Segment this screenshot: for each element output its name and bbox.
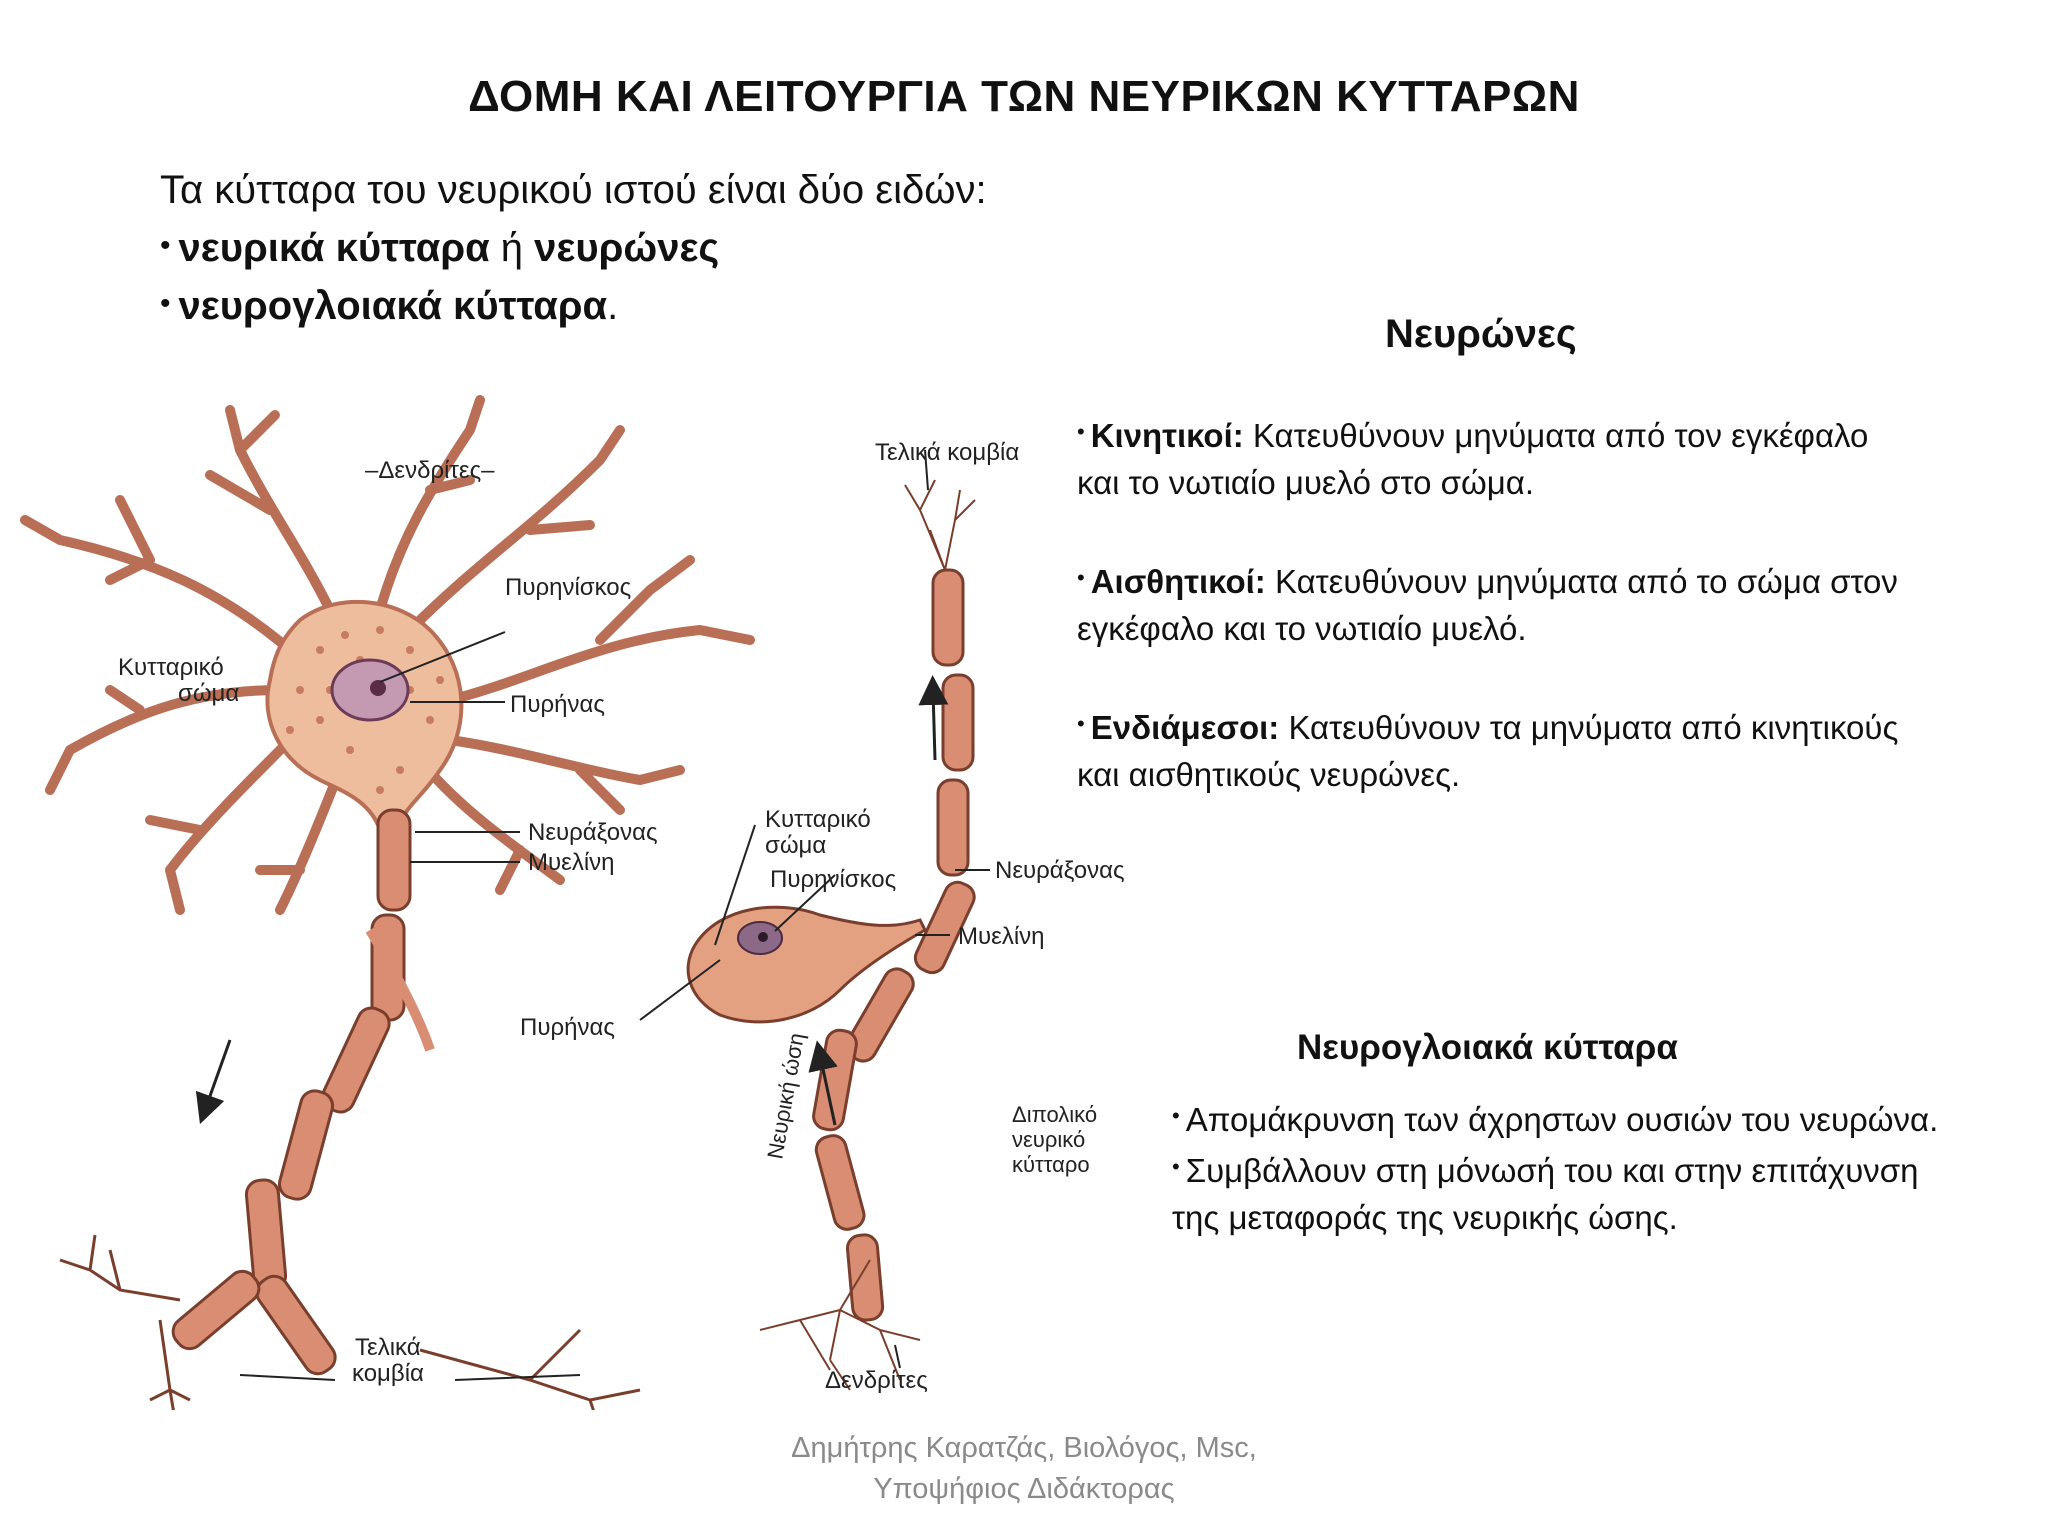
term-motor: Κινητικοί: <box>1090 417 1244 454</box>
label-myelin: Μυελίνη <box>528 849 615 876</box>
cell-body-granules <box>286 626 444 794</box>
footer-line: Δημήτρης Καρατζάς, Βιολόγος, Msc, <box>791 1432 1257 1464</box>
label-nucleus: Πυρήνας <box>520 1014 615 1041</box>
label-cell-body: Κυτταρικό <box>118 654 224 681</box>
neurons-heading: Νευρώνες <box>1385 312 1577 356</box>
label-terminals: κομβία <box>352 1360 424 1387</box>
axon-branch <box>365 927 435 1052</box>
bullet-icon: • <box>1077 711 1085 736</box>
label-bipolar: νευρικό <box>1012 1127 1085 1152</box>
neuron-diagram: –Δενδρίτες– Πυρηνίσκος Κυτταρικό σώμα Πυ… <box>20 395 1125 1410</box>
terminal-branches <box>59 1234 641 1410</box>
label-axon: Νευράξονας <box>528 819 658 846</box>
label-nucleus: Πυρήνας <box>510 691 605 718</box>
desc-line: Κατευθύνουν μηνύματα από τον εγκέφαλο <box>1243 417 1869 454</box>
footer-line: Υποψήφιος Διδάκτορας <box>873 1473 1175 1505</box>
axon-myelin <box>171 808 412 1376</box>
bipolar-neuron: Τελικά κομβία Κυτταρικό σώμα Πυρηνίσκος … <box>520 439 1125 1394</box>
bullet-icon: • <box>1077 419 1085 444</box>
label-cell-body: Κυτταρικό <box>765 806 871 833</box>
label-axon: Νευράξονας <box>995 857 1125 884</box>
leader-lines <box>239 631 581 1381</box>
neuron-types-list: •Κινητικοί: Κατευθύνουν μηνύματα από τον… <box>1077 408 1898 846</box>
slide-title: ΔΟΜΗ ΚΑΙ ΛΕΙΤΟΥΡΓΙΑ ΤΩΝ ΝΕΥΡΙΚΩΝ ΚΥΤΤΑΡΩ… <box>468 72 1580 121</box>
label-cell-body: σώμα <box>765 832 826 859</box>
label-cell-body: σώμα <box>178 680 239 707</box>
term-glial-cells: νευρογλοιακά κύτταρα <box>178 284 608 328</box>
neuron-type-sensory: •Αισθητικοί: Κατευθύνουν μηνύματα από το… <box>1077 554 1898 652</box>
label-terminals: Τελικά <box>355 1334 421 1361</box>
label-bipolar: Διπολικό <box>1012 1102 1097 1127</box>
bullet-icon: • <box>1077 565 1085 590</box>
desc-line: της μεταφοράς της νευρικής ώσης. <box>1172 1199 1678 1236</box>
intro-line: Τα κύτταρα του νευρικού ιστού είναι δύο … <box>160 168 987 212</box>
bullet-icon: • <box>160 229 171 262</box>
neuron-type-motor: •Κινητικοί: Κατευθύνουν μηνύματα από τον… <box>1077 408 1898 506</box>
footer-credit: Δημήτρης Καρατζάς, Βιολόγος, Msc, Υποψήφ… <box>0 1428 2048 1510</box>
conjunction: ή <box>489 226 535 270</box>
glia-function-waste: •Απομάκρυνση των άχρηστων ουσιών του νευ… <box>1172 1092 1938 1143</box>
term-inter: Ενδιάμεσοι: <box>1090 709 1280 746</box>
term-sensory: Αισθητικοί: <box>1090 563 1266 600</box>
desc-line: Κατευθύνουν μηνύματα από το σώμα στον <box>1265 563 1898 600</box>
label-nucleolus: Πυρηνίσκος <box>770 866 896 893</box>
bullet-icon: • <box>1172 1154 1180 1179</box>
desc-line: Κατευθύνουν τα μηνύματα από κινητικούς <box>1279 709 1899 746</box>
leader-lines <box>639 449 990 1369</box>
label-nerve-impulse: Νευρική ώση <box>762 1031 809 1161</box>
label-bipolar: κύτταρο <box>1012 1152 1090 1177</box>
dendrites-bottom <box>759 1259 921 1391</box>
label-dendrites: –Δενδρίτες– <box>365 457 495 484</box>
label-myelin: Μυελίνη <box>958 923 1045 950</box>
glia-function-insulation: •Συμβάλλουν στη μόνωσή του και στην επιτ… <box>1172 1143 1938 1241</box>
intro-bullet-neurons: •νευρικά κύτταρα ή νευρώνες <box>160 218 987 276</box>
nucleus <box>330 658 410 722</box>
label-dendrites: Δενδρίτες <box>825 1367 928 1394</box>
period: . <box>607 284 619 328</box>
neuron-type-inter: •Ενδιάμεσοι: Κατευθύνουν τα μηνύματα από… <box>1077 700 1898 798</box>
term-neurons: νευρώνες <box>534 226 720 270</box>
intro-bullet-glia: •νευρογλοιακά κύτταρα. <box>160 276 987 334</box>
desc-line: και το νωτιαίο μυελό στο σώμα. <box>1077 464 1535 501</box>
intro-block: Τα κύτταρα του νευρικού ιστού είναι δύο … <box>160 162 987 334</box>
multipolar-neuron: –Δενδρίτες– Πυρηνίσκος Κυτταρικό σώμα Πυ… <box>20 395 755 1410</box>
nucleolus <box>758 932 768 942</box>
axon-terminals-top <box>904 479 976 571</box>
term-nerve-cells: νευρικά κύτταρα <box>178 226 490 270</box>
desc-line: και αισθητικούς νευρώνες. <box>1077 756 1461 793</box>
bullet-icon: • <box>160 287 171 320</box>
desc-line: Απομάκρυνση των άχρηστων ουσιών του νευρ… <box>1185 1101 1939 1138</box>
nucleolus <box>370 680 386 696</box>
desc-line: εγκέφαλο και το νωτιαίο μυελό. <box>1077 610 1527 647</box>
axon-myelin-upper <box>812 568 976 1322</box>
bullet-icon: • <box>1172 1103 1180 1128</box>
label-terminals: Τελικά κομβία <box>875 439 1019 466</box>
desc-line: Συμβάλλουν στη μόνωσή του και στην επιτά… <box>1185 1152 1919 1189</box>
label-nucleolus: Πυρηνίσκος <box>505 574 631 601</box>
glia-heading: Νευρογλοιακά κύτταρα <box>1297 1028 1678 1067</box>
glia-functions-list: •Απομάκρυνση των άχρηστων ουσιών του νευ… <box>1172 1092 1938 1241</box>
